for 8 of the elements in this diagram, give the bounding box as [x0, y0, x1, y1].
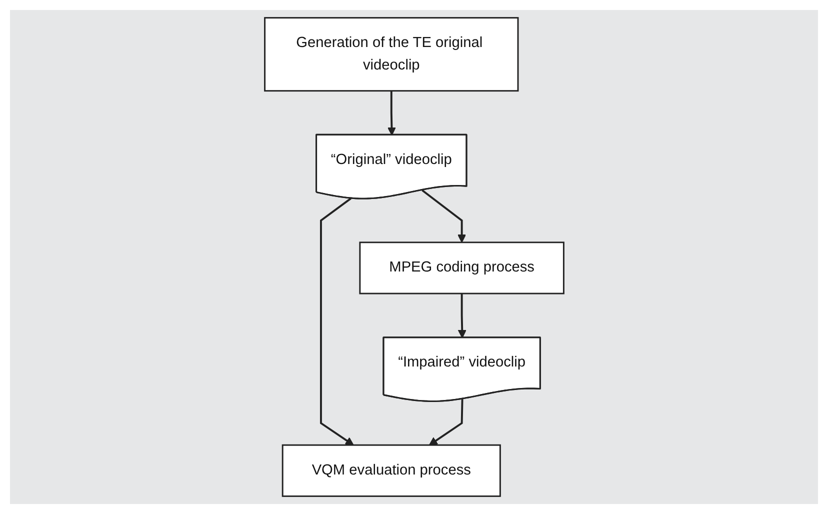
- arrow: [428, 399, 464, 446]
- node-box: MPEG coding process: [358, 242, 564, 294]
- arrow: [458, 294, 466, 338]
- node-box: VQM evaluation process: [282, 444, 501, 497]
- arrow: [387, 90, 396, 136]
- node-box: Generation of the TE original videoclip: [264, 17, 518, 92]
- arrow: [320, 198, 354, 446]
- arrow: [421, 190, 466, 243]
